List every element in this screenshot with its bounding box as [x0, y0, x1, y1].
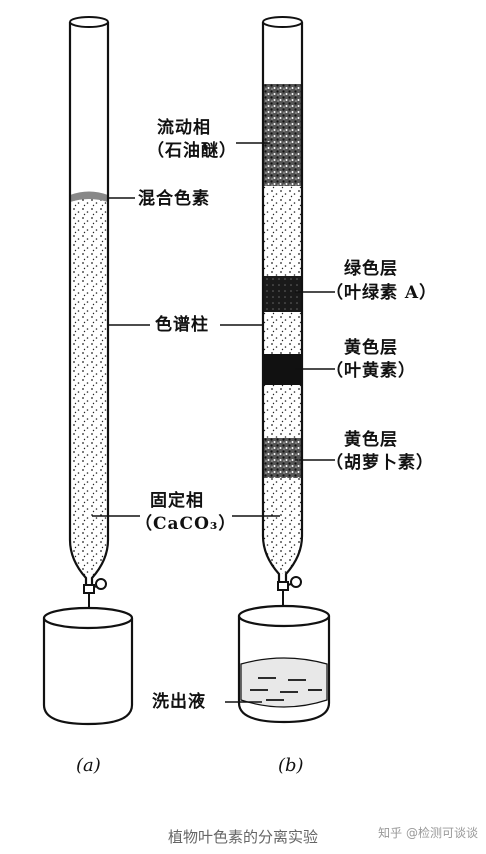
stopcock-b: [277, 576, 302, 608]
label-mobile-phase-sub: （石油醚）: [147, 141, 237, 161]
column-a: [42, 16, 134, 726]
figure-caption: 植物叶色素的分离实验: [167, 828, 318, 846]
column-b: [237, 16, 331, 724]
column-a-packing: [70, 195, 108, 578]
label-yellow-layer-2-sub: （胡萝卜素）: [326, 453, 434, 473]
beaker-b: [237, 604, 331, 724]
label-eluent: 洗出液: [152, 692, 206, 712]
eluent-liquid: [240, 657, 328, 708]
column-a-tube: [68, 22, 110, 588]
label-green-layer: 绿色层: [344, 259, 398, 279]
mobile-phase-band: [263, 84, 302, 186]
label-column: 色谱柱: [155, 315, 209, 335]
watermark: 知乎 @检测可谈谈: [378, 826, 478, 840]
label-yellow-layer-1-sub: （叶黄素）: [326, 361, 416, 381]
label-mixed-pigment: 混合色素: [138, 189, 210, 209]
column-b-tube: [261, 22, 304, 586]
column-b-top: [262, 16, 303, 28]
column-a-top: [69, 16, 109, 28]
leader-lines: [92, 142, 335, 703]
label-stationary-phase-sub: （CaCO₃）: [135, 514, 237, 534]
green-layer-band: [263, 276, 302, 312]
label-green-layer-sub: （叶绿素 A）: [326, 283, 438, 303]
label-stationary-phase: 固定相: [150, 491, 204, 511]
beaker-a: [42, 606, 134, 726]
label-yellow-layer-2: 黄色层: [344, 430, 398, 450]
yellow-layer-band-2: [263, 438, 302, 478]
part-label-a: (a): [76, 755, 101, 776]
mixed-pigment-band: [70, 191, 108, 202]
label-yellow-layer-1: 黄色层: [344, 338, 398, 358]
label-mobile-phase: 流动相: [157, 118, 211, 138]
part-label-b: (b): [278, 755, 304, 776]
